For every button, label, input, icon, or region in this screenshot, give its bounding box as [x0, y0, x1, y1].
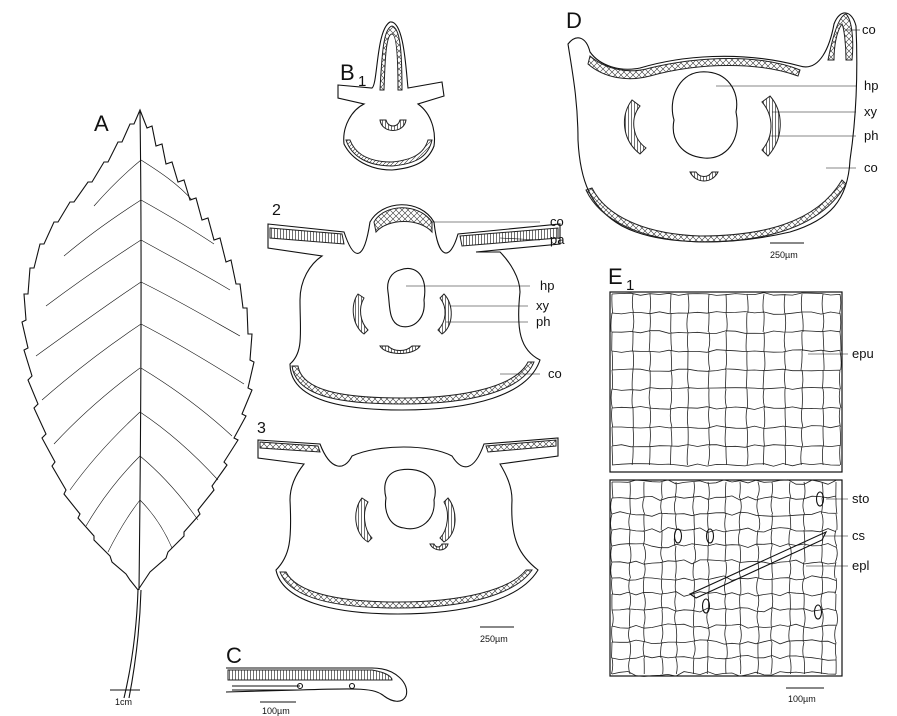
d-hp-label: hp: [864, 78, 878, 93]
e1-epu-label: epu: [852, 346, 874, 361]
d-xylem-right: [762, 96, 780, 156]
c-palisade: [228, 670, 392, 680]
b2-ph-label: ph: [536, 314, 550, 329]
b3-xylem-left: [356, 498, 372, 542]
panel-b2-sub-label: 2: [272, 202, 281, 219]
e2-cs-label: cs: [852, 528, 866, 543]
panel-b-scale-label: 250µm: [480, 634, 508, 644]
b2-xy-label: xy: [536, 298, 550, 313]
d-xylem-left: [624, 100, 646, 154]
d-section-outline: [568, 13, 857, 242]
b2-co-bottom-label: co: [548, 366, 562, 381]
b1-epidermis-bottom: [346, 140, 432, 166]
panel-c-scale-label: 100µm: [262, 706, 290, 716]
b3-xylem-right: [440, 498, 455, 542]
b1-vascular-bundle: [380, 120, 406, 131]
panel-e1: E 1 epu: [608, 264, 874, 472]
b3-collenchyma-bottom: [280, 570, 532, 608]
b2-pith: [388, 268, 425, 326]
panel-a-label: A: [94, 111, 109, 136]
c-vein-2: [350, 684, 355, 689]
d-xy-label: xy: [864, 104, 878, 119]
panel-b3: 3 250µm: [257, 420, 558, 644]
e2-epl-label: epl: [852, 558, 869, 573]
b2-co-top-label: co: [550, 214, 564, 229]
d-ph-label: ph: [864, 128, 878, 143]
leaf-outline: [22, 110, 254, 590]
d-collenchyma-lobe-right: [828, 14, 853, 60]
panel-d: D 250µm: [566, 8, 857, 260]
panel-e-scale-label: 100µm: [788, 694, 816, 704]
e2-sto-label: sto: [852, 491, 869, 506]
b3-abaxial-bundle: [430, 544, 448, 550]
panel-c-label: C: [226, 643, 242, 668]
leaf-petiole: [124, 590, 141, 698]
panel-d-annotations: co hp xy ph co: [716, 22, 878, 175]
d-collenchyma-bottom: [586, 180, 846, 242]
panel-a-scale-label: 1cm: [115, 697, 132, 707]
d-co-top-label: co: [862, 22, 876, 37]
b2-palisade-right: [460, 228, 558, 246]
b2-collenchyma-bottom: [292, 362, 534, 404]
panel-b3-sub-label: 3: [257, 420, 266, 437]
c-spongy: [232, 686, 300, 690]
b2-xylem-left: [353, 294, 368, 334]
d-pith: [672, 72, 737, 158]
panel-c: C 100µm: [226, 643, 407, 716]
b2-pa-label: pa: [550, 232, 565, 247]
d-abaxial-bundle: [690, 172, 718, 181]
b1-collenchyma-ridge: [380, 26, 402, 90]
leaf-midrib: [139, 112, 141, 590]
panel-d-scale-label: 250µm: [770, 250, 798, 260]
panel-d-label: D: [566, 8, 582, 33]
panel-a: A 1cm: [22, 110, 254, 707]
b3-pith: [385, 469, 435, 528]
b3-collenchyma-top-right: [486, 440, 556, 452]
b2-hp-label: hp: [540, 278, 554, 293]
panel-e-label: E: [608, 264, 623, 289]
d-co-bottom-label: co: [864, 160, 878, 175]
panel-b1: B 1: [338, 22, 444, 170]
panel-b-label: B: [340, 60, 355, 85]
b2-abaxial-bundle: [380, 346, 420, 354]
b2-xylem-right: [438, 294, 451, 334]
panel-e2: 2 sto cs epl 100µm: [610, 480, 869, 704]
